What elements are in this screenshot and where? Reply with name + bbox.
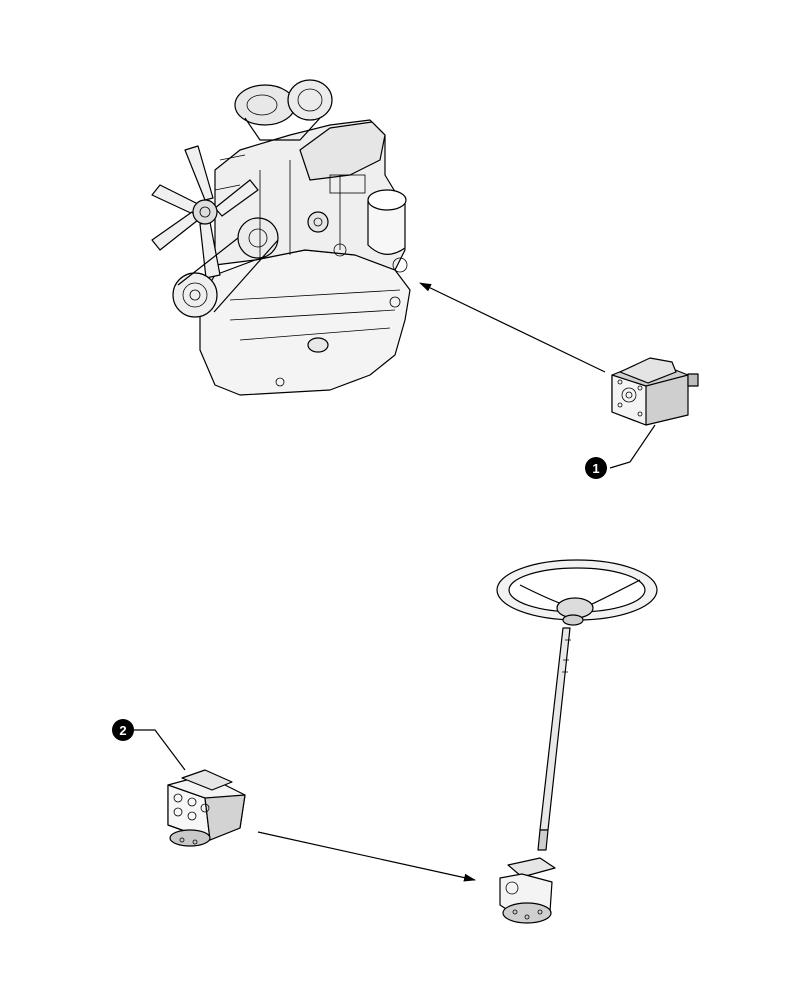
steering-column-icon [537, 627, 571, 851]
callout-2: 2 [112, 719, 134, 741]
callout-2-label: 2 [119, 723, 126, 738]
steering-unit-installed-icon [499, 857, 556, 924]
steering-unit-icon [167, 769, 246, 847]
callout-1-label: 1 [592, 461, 599, 476]
pump-mounting-arrow [419, 282, 606, 373]
callout-1: 1 [585, 457, 607, 479]
steering-wheel-icon [496, 559, 658, 626]
steering-unit-mounting-arrow [257, 831, 476, 882]
engine-illustration-icon [151, 79, 411, 396]
hydraulic-pump-icon [611, 357, 699, 426]
callout-2-leader [134, 729, 186, 771]
callout-1-leader [609, 424, 656, 469]
